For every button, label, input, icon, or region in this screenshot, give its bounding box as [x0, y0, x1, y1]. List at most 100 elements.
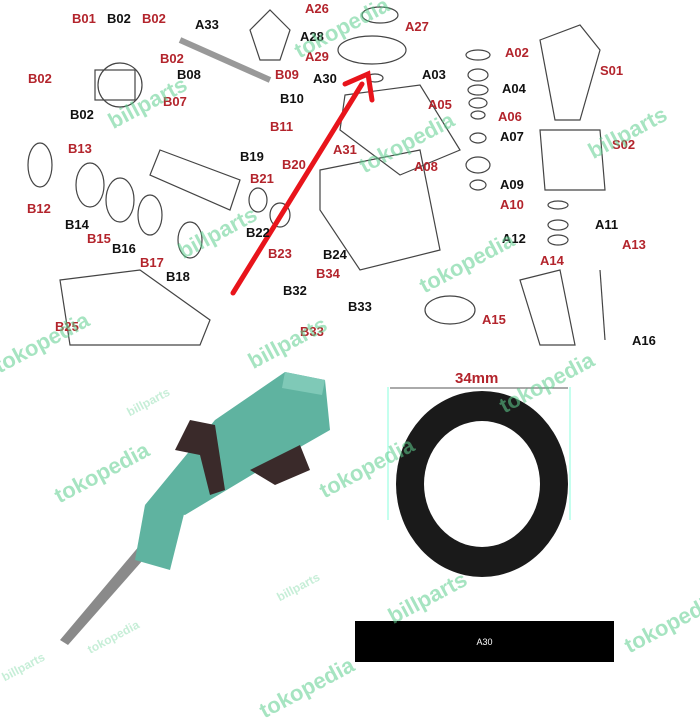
diagram-part-drawings	[27, 6, 606, 346]
seal-inner	[424, 421, 540, 547]
ring-a12	[547, 234, 569, 246]
ring-b18	[177, 221, 203, 259]
stator-s02	[539, 129, 606, 191]
part-label-a31: A31	[333, 142, 357, 157]
part-label-b21: B21	[250, 171, 274, 186]
tool-nose	[135, 505, 185, 570]
part-label-a15: A15	[482, 312, 506, 327]
barrel-b25	[59, 269, 211, 346]
part-label-b14: B14	[65, 217, 89, 232]
chisel-bit	[60, 545, 150, 645]
part-label-b02: B02	[160, 51, 184, 66]
side-handle	[250, 445, 310, 485]
ring-b14	[75, 162, 105, 208]
washer-a02	[465, 49, 491, 61]
ring-b23	[269, 202, 291, 228]
ring-b17	[137, 194, 163, 236]
crank-a29	[249, 9, 291, 61]
part-label-a30: A30	[313, 71, 337, 86]
part-label-a02: A02	[505, 45, 529, 60]
tool-handle	[175, 420, 225, 495]
tool-body	[145, 372, 330, 515]
part-label-a05: A05	[428, 97, 452, 112]
gear-a28	[337, 35, 407, 65]
part-label-b11: B11	[270, 119, 294, 134]
part-label-a12: A12	[502, 231, 526, 246]
handle-a14	[519, 269, 576, 346]
seal-caption-bar: A30	[355, 621, 614, 662]
part-label-b16: B16	[112, 241, 136, 256]
part-label-b22: B22	[246, 225, 270, 240]
part-label-a26: A26	[305, 1, 329, 16]
part-label-a29: A29	[305, 49, 329, 64]
part-label-b17: B17	[140, 255, 164, 270]
part-label-b25: B25	[55, 319, 79, 334]
part-label-b12: B12	[27, 201, 51, 216]
part-label-a03: A03	[422, 67, 446, 82]
part-label-b32: B32	[283, 283, 307, 298]
cover-a15	[424, 295, 476, 325]
part-label-a14: A14	[540, 253, 564, 268]
part-label-b18: B18	[166, 269, 190, 284]
flange-b07	[97, 62, 143, 108]
ring-b22	[248, 187, 268, 213]
part-label-a04: A04	[502, 81, 526, 96]
part-label-a11: A11	[595, 217, 619, 232]
part-label-a09: A09	[500, 177, 524, 192]
bearing-a09	[469, 179, 487, 191]
part-label-b15: B15	[87, 231, 111, 246]
part-label-b02: B02	[70, 107, 94, 122]
crank-case	[319, 149, 441, 271]
part-label-b01: B01	[72, 11, 96, 26]
bearing-a27	[361, 6, 399, 24]
part-label-b34: B34	[316, 266, 340, 281]
oil-seal-photo	[387, 387, 571, 577]
seal-dimension-label: 34mm	[455, 370, 499, 387]
part-label-s02: S02	[612, 137, 636, 152]
part-label-b08: B08	[177, 67, 201, 82]
part-label-a08: A08	[414, 159, 438, 174]
part-label-a13: A13	[622, 237, 646, 252]
part-label-b19: B19	[240, 149, 264, 164]
part-label-b02: B02	[142, 11, 166, 26]
motor-cap	[282, 372, 325, 395]
connecting-rod-b08	[178, 37, 272, 83]
cylinder-b07	[94, 69, 136, 101]
part-label-b02: B02	[28, 71, 52, 86]
pointer-arrow-shaft	[230, 81, 365, 296]
ring-a06	[470, 110, 486, 120]
bearing-a03	[467, 68, 489, 82]
part-label-b23: B23	[268, 246, 292, 261]
part-label-b10: B10	[280, 91, 304, 106]
part-label-a28: A28	[300, 29, 324, 44]
ring-a05	[468, 97, 488, 109]
part-label-a27: A27	[405, 19, 429, 34]
gear-housing-a31	[339, 84, 461, 176]
ring-a04	[467, 84, 489, 96]
part-label-b33: B33	[348, 299, 372, 314]
part-label-b20: B20	[282, 157, 306, 172]
part-label-b13: B13	[68, 141, 92, 156]
part-label-b07: B07	[163, 94, 187, 109]
part-label-a16: A16	[632, 333, 656, 348]
gear-a08	[465, 156, 491, 174]
part-label-b09: B09	[275, 67, 299, 82]
parts-diagram	[27, 6, 606, 645]
part-label-s01: S01	[600, 63, 624, 78]
piston-b19	[149, 149, 241, 211]
part-label-a06: A06	[498, 109, 522, 124]
cord-a16	[599, 269, 606, 341]
pointer-arrow-head	[342, 70, 375, 103]
bearing-a07	[469, 132, 487, 144]
bearing-a11	[547, 219, 569, 231]
part-label-b02: B02	[107, 11, 131, 26]
part-label-b24: B24	[323, 247, 347, 262]
part-label-a33: A33	[195, 17, 219, 32]
part-label-a10: A10	[500, 197, 524, 212]
part-label-b33: B33	[300, 324, 324, 339]
seal-caption-text: A30	[476, 636, 493, 647]
armature-s01	[539, 24, 601, 121]
washer-a10	[547, 200, 569, 210]
seal-b12	[27, 142, 53, 188]
ring-b16	[105, 177, 135, 223]
